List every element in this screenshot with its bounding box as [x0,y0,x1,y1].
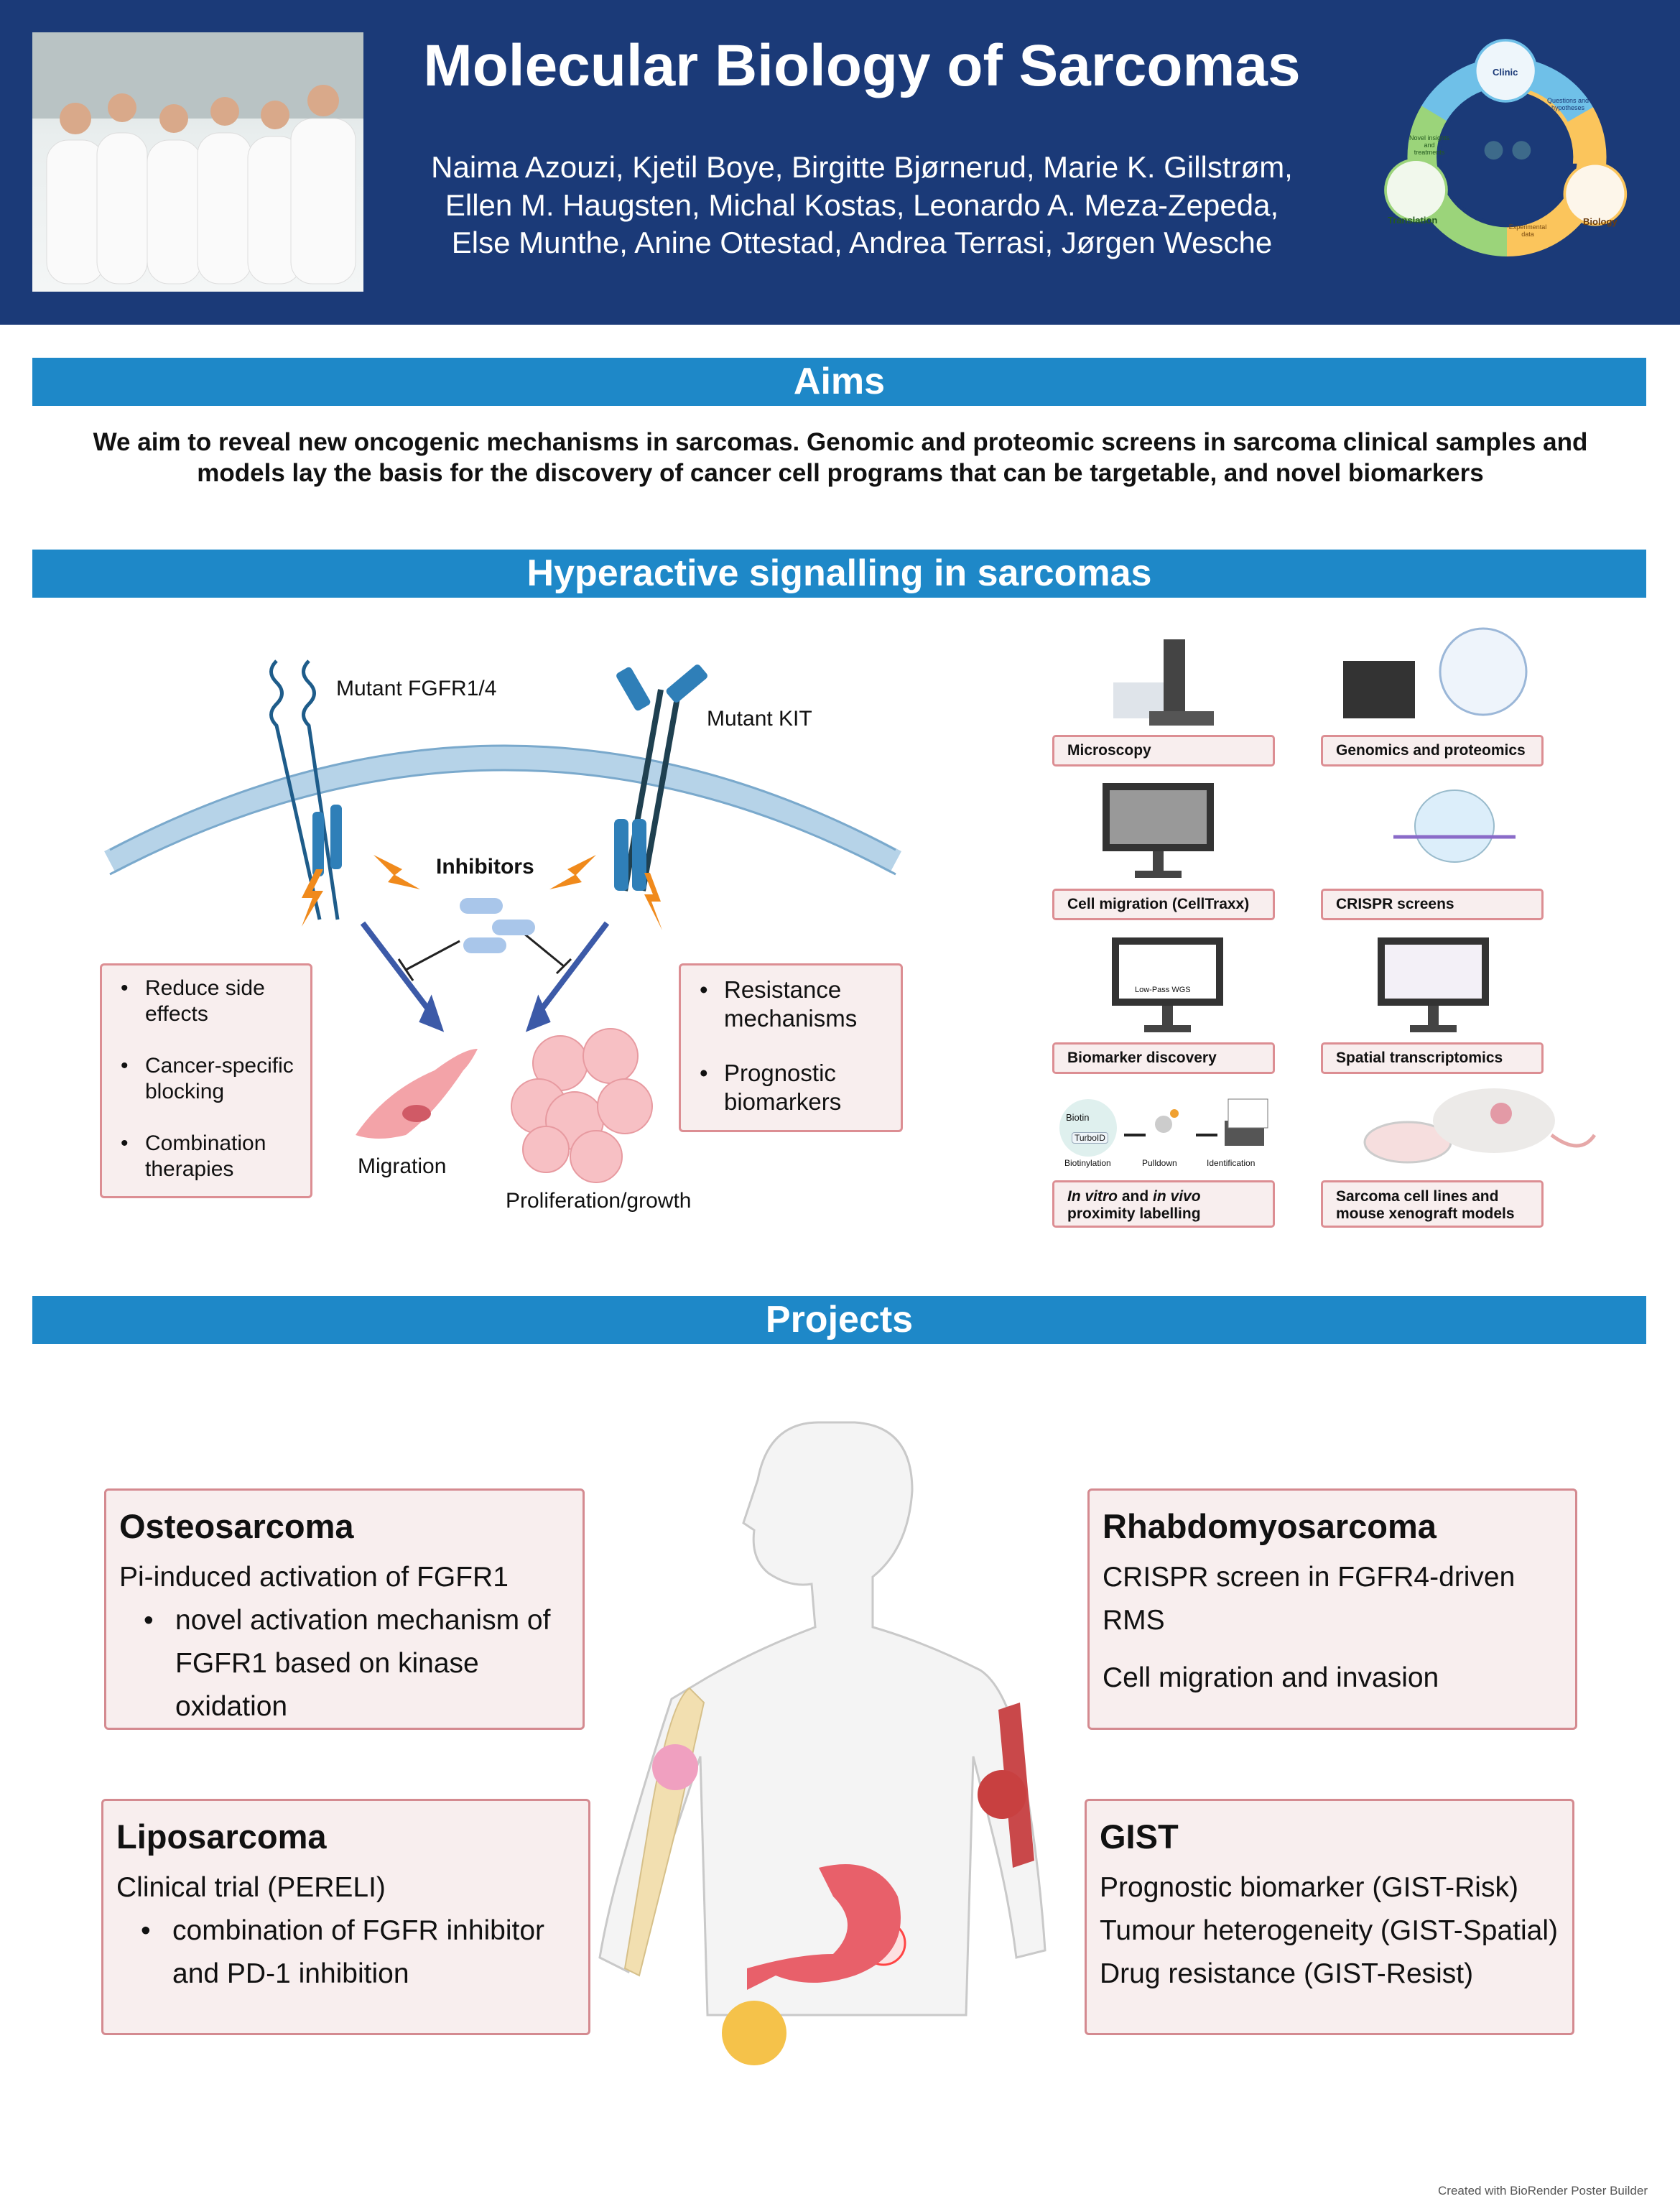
project-rhabdomyosarcoma: Rhabdomyosarcoma CRISPR screen in FGFR4-… [1087,1488,1577,1730]
text: proximity labelling [1067,1205,1201,1222]
project-bullet: combination of FGFR inhibitor and PD-1 i… [116,1909,575,1996]
outcomes-box: Resistance mechanisms Prognostic biomark… [679,963,903,1132]
cycle-questions-label: Questions and hypotheses [1546,97,1589,111]
wgs-label: Low-Pass WGS [1135,986,1191,994]
footer-credit: Created with BioRender Poster Builder [1438,2184,1648,2198]
monitor-icon [1103,783,1214,878]
method-microscopy: Microscopy [1052,735,1275,767]
project-osteosarcoma: Osteosarcoma Pi-induced activation of FG… [104,1488,585,1730]
cycle-biology-label: Biology [1583,216,1618,227]
prox-step-turboid: TurboID [1072,1132,1108,1144]
migration-label: Migration [358,1154,447,1178]
aims-heading: Aims [32,358,1646,406]
prox-step-identification: Identification [1207,1158,1256,1168]
prox-step-biotinylation: Biotinylation [1064,1158,1111,1168]
authors-line-2: Ellen M. Haugsten, Michal Kostas, Leonar… [445,188,1279,222]
inhibitors-label: Inhibitors [436,855,534,879]
text: in vivo [1153,1188,1201,1205]
project-line: Drug resistance (GIST-Resist) [1100,1958,1474,1989]
cycle-experimental-label: Experimental data [1508,223,1547,238]
monitor-icon [1112,937,1223,1032]
project-line: Clinical trial (PERELI) [116,1872,386,1903]
microscope-icon [1113,639,1214,726]
text: In vitro [1067,1188,1118,1205]
poster-title: Molecular Biology of Sarcomas [423,33,1301,98]
project-title: Osteosarcoma [119,1507,354,1545]
research-cycle-diagram: Clinic Biology Translation Questions and… [1373,31,1640,256]
sequencer-icon [1343,627,1528,718]
cycle-clinic-label: Clinic [1493,67,1518,78]
project-line: Pi-induced activation of FGFR1 [119,1562,509,1593]
authors-line-1: Naima Azouzi, Kjetil Boye, Birgitte Bjør… [431,150,1293,184]
project-line: Cell migration and invasion [1103,1662,1439,1693]
bullet-item: Resistance mechanisms [687,976,895,1033]
proliferation-label: Proliferation/growth [506,1189,692,1213]
benefits-box: Reduce side effects Cancer-specific bloc… [100,963,312,1198]
project-bullet: novel activation mechanism of FGFR1 base… [119,1599,570,1728]
project-gist: GIST Prognostic biomarker (GIST-Risk) Tu… [1085,1799,1574,2035]
authors-line-3: Else Munthe, Anine Ottestad, Andrea Terr… [451,226,1273,259]
method-crispr: CRISPR screens [1321,889,1544,920]
bullet-item: Cancer-specific blocking [108,1053,305,1105]
method-proximity-labelling: In vitro and in vivo proximity labelling [1052,1180,1275,1228]
methods-illustrations [1059,627,1597,1164]
project-line: Prognostic biomarker (GIST-Risk) [1100,1872,1518,1903]
signalling-illustration [104,659,902,1183]
method-genomics-proteomics: Genomics and proteomics [1321,735,1544,767]
bullet-item: Reduce side effects [108,976,305,1027]
projects-heading: Projects [32,1296,1646,1344]
bullet-item: Combination therapies [108,1131,305,1182]
team-photo [32,32,363,292]
proximity-labelling-icon [1059,1098,1268,1157]
project-line: Tumour heterogeneity (GIST-Spatial) [1100,1915,1558,1946]
project-liposarcoma: Liposarcoma Clinical trial (PERELI) comb… [101,1799,590,2035]
prox-step-pulldown: Pulldown [1142,1158,1177,1168]
fgfr-label: Mutant FGFR1/4 [336,677,497,700]
signalling-heading: Hyperactive signalling in sarcomas [32,550,1646,598]
project-line: CRISPR screen in FGFR4-driven RMS [1103,1562,1516,1636]
aims-text: We aim to reveal new oncogenic mechanism… [93,428,1588,487]
method-xenograft: Sarcoma cell lines and mouse xenograft m… [1321,1180,1544,1228]
kit-label: Mutant KIT [707,707,812,731]
cycle-insights-label: Novel insights and treatments [1408,134,1450,156]
xenograft-mouse-icon [1363,1088,1597,1164]
bullet-item: Prognostic biomarkers [687,1059,895,1116]
method-biomarker: Biomarker discovery [1052,1042,1275,1074]
project-title: Liposarcoma [116,1817,327,1856]
crispr-icon [1393,789,1516,863]
text: and [1118,1188,1154,1205]
human-body-illustration [598,1421,1046,2065]
project-title: GIST [1100,1817,1179,1856]
monitor-icon [1378,937,1489,1032]
method-cell-migration: Cell migration (CellTraxx) [1052,889,1275,920]
prox-step-biotin: Biotin [1066,1112,1090,1123]
cycle-translation-label: Translation [1388,215,1438,226]
project-title: Rhabdomyosarcoma [1103,1507,1437,1545]
method-spatial: Spatial transcriptomics [1321,1042,1544,1074]
